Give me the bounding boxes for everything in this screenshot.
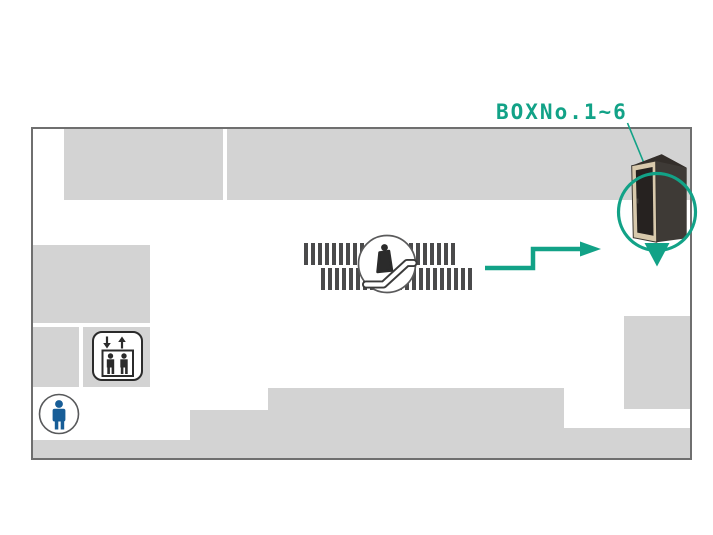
area-block-bottom-step <box>190 410 268 458</box>
area-block-left-lower-a <box>33 327 79 387</box>
area-block-top-left <box>64 129 223 200</box>
area-block-bottom-right <box>564 428 690 458</box>
area-block-left-mid <box>33 245 150 323</box>
area-block-right <box>624 316 690 409</box>
area-block-bottom-middle <box>268 388 564 458</box>
area-block-bottom-left <box>33 440 190 458</box>
escalator-stripes-upper <box>304 243 457 265</box>
escalator-stripes-lower <box>321 268 473 290</box>
booth-label: BOXNo.1~6 <box>496 100 628 124</box>
area-block-left-lower-b <box>83 327 150 387</box>
area-block-top-right <box>227 129 690 200</box>
